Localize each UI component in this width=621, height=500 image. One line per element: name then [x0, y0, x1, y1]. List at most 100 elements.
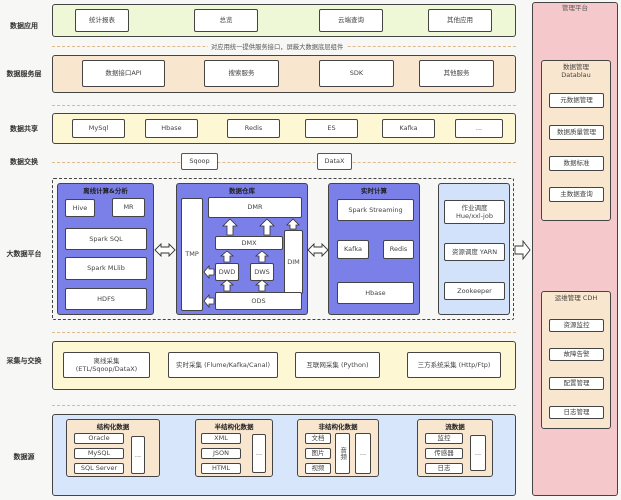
semi-structured-panel: 半结构化数据 XML JSON HTML ... [195, 419, 273, 477]
service-item-other[interactable]: 其他服务 [419, 60, 494, 87]
schedule-item-job[interactable]: 作业调度 Hue/xxl-job [444, 200, 505, 224]
offline-item-spark-mllib[interactable]: Spark MLlib [65, 257, 147, 280]
offline-item-hive[interactable]: Hive [65, 199, 95, 217]
arrow-dws-dmx [254, 250, 270, 263]
arrow-dwd-dmx [219, 250, 235, 263]
warehouse-dmr[interactable]: DMR [208, 197, 302, 218]
service-item-sdk[interactable]: SDK [319, 60, 394, 87]
realtime-item-kafka[interactable]: Kafka [337, 240, 369, 259]
sharing-item-redis[interactable]: Redis [227, 119, 280, 138]
app-item-other[interactable]: 其他应用 [428, 9, 492, 32]
unstructured-item-image[interactable]: 图片 [305, 448, 331, 459]
schedule-item-zookeeper[interactable]: Zookeeper [444, 282, 505, 300]
ops-item-config[interactable]: 配置管理 [549, 377, 604, 390]
collection-item-realtime[interactable]: 实时采集 (Flume/Kafka/Canal) [168, 352, 278, 378]
warehouse-tmp[interactable]: TMP [181, 198, 203, 311]
unstructured-item-more[interactable]: ... [355, 433, 371, 474]
ops-item-logs[interactable]: 日志管理 [549, 406, 604, 419]
structured-item-more[interactable]: ... [131, 436, 145, 474]
realtime-item-redis[interactable]: Redis [383, 240, 414, 259]
sources-layer: 结构化数据 Oracle MySQL SQL Server ... 半结构化数据… [52, 414, 516, 496]
unstructured-item-video[interactable]: 视频 [305, 463, 331, 474]
streaming-item-log[interactable]: 日志 [425, 463, 463, 474]
structured-panel: 结构化数据 Oracle MySQL SQL Server ... [66, 419, 160, 477]
arrow-ods-dwd [219, 279, 235, 292]
structured-title: 结构化数据 [96, 423, 130, 431]
unstructured-item-audio[interactable]: 音频 [335, 433, 350, 474]
collection-offline-tools: (ETL/Sqoop/DataX) [75, 365, 138, 373]
unstructured-title: 非结构化数据 [318, 423, 358, 431]
streaming-item-monitor[interactable]: 监控 [425, 433, 463, 444]
app-item-overview[interactable]: 总览 [194, 9, 258, 32]
semi-item-more[interactable]: ... [252, 434, 266, 473]
structured-item-sqlserver[interactable]: SQL Server [74, 463, 124, 474]
platform-container [52, 178, 514, 320]
ops-item-fault-alert[interactable]: 故障告警 [549, 348, 604, 361]
offline-compute-title: 离线计算&分析 [83, 187, 128, 195]
schedule-job-title: 作业调度 [461, 203, 488, 212]
semi-structured-title: 半结构化数据 [214, 423, 254, 431]
unstructured-panel: 非结构化数据 文档 图片 视频 音频 ... [297, 419, 379, 477]
mgmt-item-metadata[interactable]: 元数据管理 [549, 93, 604, 108]
realtime-item-spark-streaming[interactable]: Spark Streaming [337, 199, 414, 221]
sharing-item-mysql[interactable]: MySql [72, 119, 125, 138]
row-label-platform: 大数据平台 [6, 250, 42, 258]
mgmt-item-quality[interactable]: 数据质量管理 [549, 125, 604, 140]
management-title: 管理平台 [562, 4, 588, 12]
service-item-search[interactable]: 搜索服务 [204, 60, 279, 87]
warehouse-ods[interactable]: ODS [215, 292, 302, 310]
ops-management-panel: 运维管理 CDH 资源监控 故障告警 配置管理 日志管理 [541, 291, 611, 429]
arrow-dwd-tmp [203, 264, 215, 280]
arrow-dim-dmr [286, 218, 300, 230]
realtime-item-hbase[interactable]: Hbase [337, 282, 414, 304]
sharing-item-hbase[interactable]: Hbase [145, 119, 198, 138]
exchange-divider [52, 162, 516, 163]
semi-item-xml[interactable]: XML [201, 433, 241, 444]
warehouse-dim[interactable]: DIM [284, 230, 303, 294]
unstructured-item-doc[interactable]: 文档 [305, 433, 331, 444]
row-label-service: 数据服务层 [6, 70, 42, 78]
offline-item-spark-sql[interactable]: Spark SQL [65, 228, 147, 250]
service-item-api[interactable]: 数据接口API [82, 60, 165, 87]
mgmt-item-master-data[interactable]: 主数据查询 [549, 187, 604, 202]
structured-item-mysql[interactable]: MySQL [74, 448, 124, 459]
sharing-item-more[interactable]: ... [455, 119, 503, 138]
sharing-item-es[interactable]: ES [305, 119, 358, 138]
application-layer: 统计报表 总览 云端查询 其他应用 [52, 4, 516, 37]
collection-item-offline[interactable]: 离线采集 (ETL/Sqoop/DataX) [63, 352, 150, 378]
warehouse-dws[interactable]: DWS [250, 263, 274, 281]
data-management-panel: 数据管理 Datablau 元数据管理 数据质量管理 数据标准 主数据查询 [541, 60, 611, 221]
exchange-item-datax[interactable]: DataX [317, 153, 352, 170]
app-item-report[interactable]: 统计报表 [75, 9, 129, 32]
exchange-item-sqoop[interactable]: Sqoop [181, 153, 218, 170]
streaming-item-more[interactable]: ... [470, 435, 486, 471]
sharing-item-kafka[interactable]: Kafka [382, 119, 435, 138]
schedule-job-tools: Hue/xxl-job [456, 212, 493, 220]
offline-item-hdfs[interactable]: HDFS [65, 288, 147, 310]
warehouse-flow-arrows [203, 218, 300, 309]
mgmt-item-standard[interactable]: 数据标准 [549, 156, 604, 171]
arrow-to-management [514, 239, 531, 261]
warehouse-title: 数据仓库 [229, 187, 255, 195]
ops-item-resource-monitor[interactable]: 资源监控 [549, 319, 604, 332]
semi-item-json[interactable]: JSON [201, 448, 241, 459]
arrow-dmx-dmr-right [259, 218, 275, 236]
data-management-subtitle: Datablau [561, 71, 591, 79]
app-item-cloud-query[interactable]: 云端查询 [319, 9, 383, 32]
structured-item-oracle[interactable]: Oracle [74, 433, 124, 444]
streaming-title: 流数据 [445, 423, 465, 431]
service-note: 对应用统一提供服务接口，屏蔽大数据底层组件 [208, 42, 347, 51]
sharing-divider [52, 105, 516, 106]
streaming-item-sensor[interactable]: 传感器 [425, 448, 463, 459]
arrow-dmx-dmr-left [222, 218, 238, 236]
scheduling-panel: 作业调度 Hue/xxl-job 资源调度 YARN Zookeeper [438, 183, 510, 315]
warehouse-dmx[interactable]: DMX [215, 236, 283, 250]
arrow-ods-dws [254, 279, 270, 292]
collection-item-internet[interactable]: 互联网采集 (Python) [295, 352, 380, 378]
schedule-item-yarn[interactable]: 资源调度 YARN [444, 243, 505, 261]
collection-item-third-party[interactable]: 三方系统采集 (Http/Ftp) [407, 352, 501, 378]
semi-item-html[interactable]: HTML [201, 463, 241, 474]
offline-item-mr[interactable]: MR [112, 198, 145, 217]
row-label-exchange: 数据交换 [10, 158, 38, 166]
